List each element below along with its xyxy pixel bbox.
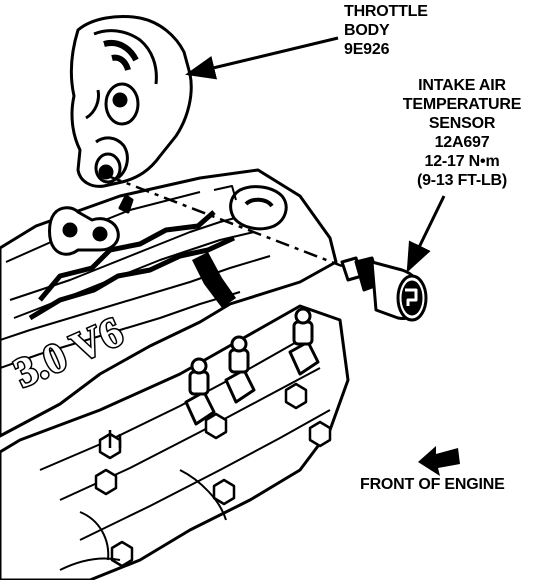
sensor-label-line3: SENSOR xyxy=(428,115,496,132)
sensor-install-path xyxy=(107,174,343,268)
lower-intake-and-injectors xyxy=(0,304,350,580)
front-of-engine-label: FRONT OF ENGINE xyxy=(360,476,505,493)
front-of-engine-arrow-icon xyxy=(418,446,460,476)
throttle-body-label-line1: THROTTLE xyxy=(344,3,428,20)
sensor-torque-metric: 12-17 N•m xyxy=(424,153,500,170)
throttle-body-leader xyxy=(185,36,339,80)
sensor-label-line1: INTAKE AIR xyxy=(418,77,506,94)
sensor-callout: INTAKE AIR TEMPERATURE SENSOR 12A697 12-… xyxy=(388,76,536,190)
throttle-body xyxy=(69,15,193,188)
sensor-part-number: 12A697 xyxy=(434,134,490,151)
throttle-body-label-line2: BODY xyxy=(344,22,390,39)
sensor-leader xyxy=(406,195,446,273)
upper-intake-manifold xyxy=(0,168,338,438)
intake-air-temperature-sensor xyxy=(340,256,428,322)
injector-3 xyxy=(288,307,320,376)
throttle-body-part-number: 9E926 xyxy=(344,41,390,58)
throttle-body-callout: THROTTLE BODY 9E926 xyxy=(344,2,428,59)
sensor-label-line2: TEMPERATURE xyxy=(402,96,522,113)
injector-1 xyxy=(184,357,216,426)
injector-2 xyxy=(224,335,256,404)
callout-leaders xyxy=(107,36,446,273)
sensor-torque-imperial: (9-13 FT-LB) xyxy=(416,172,508,189)
